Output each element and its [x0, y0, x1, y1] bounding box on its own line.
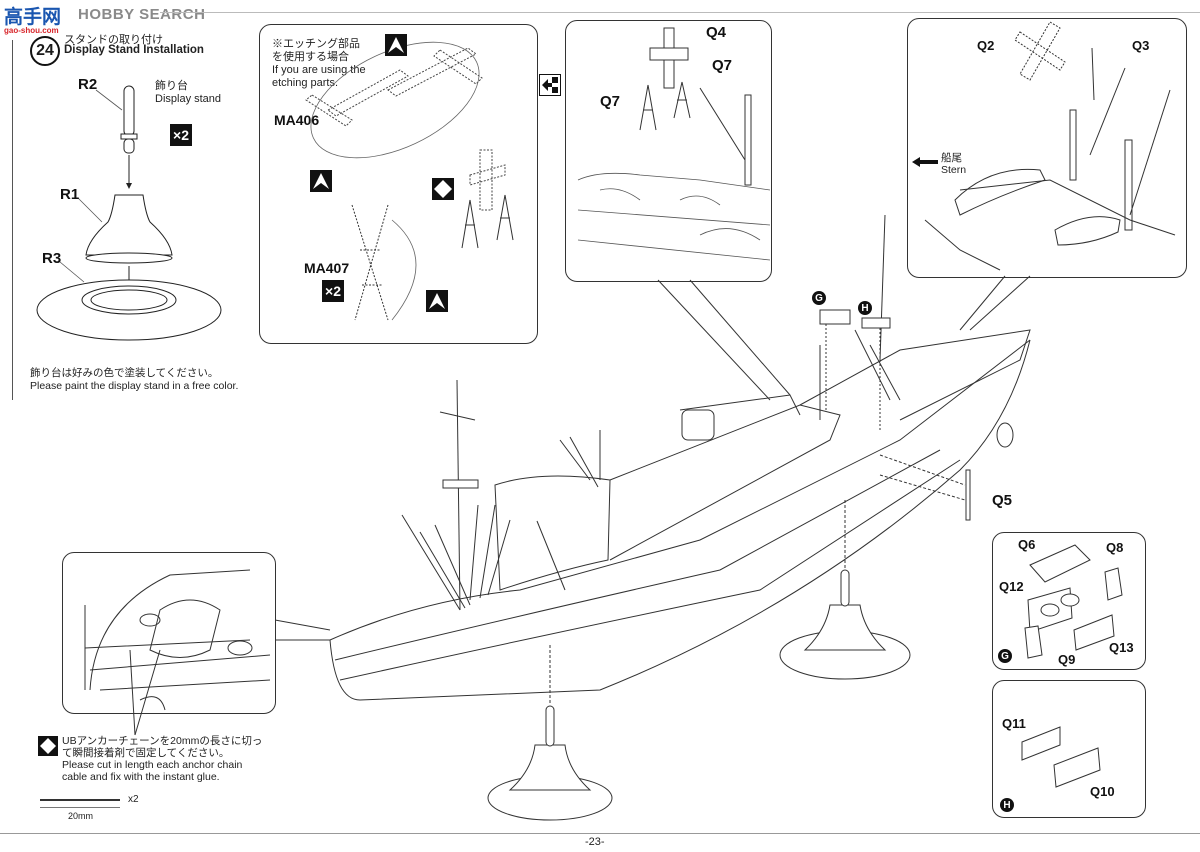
- chain-quantity: x2: [128, 794, 139, 805]
- part-label-r3: R3: [42, 250, 62, 267]
- mark-g-icon: G: [812, 291, 826, 305]
- part-label-r1: R1: [60, 186, 80, 203]
- anchor-note-en-1: Please cut in length each anchor chain: [62, 759, 243, 771]
- part-label-q13: Q13: [1109, 640, 1134, 655]
- mark-h-icon: H: [1000, 798, 1014, 812]
- arrow-mark-icon: [426, 290, 448, 312]
- part-label-q7-right: Q7: [712, 57, 733, 74]
- part-label-q5: Q5: [992, 492, 1013, 509]
- swap-arrow-icon: [539, 74, 561, 96]
- page-number: -23-: [585, 836, 605, 848]
- part-label-q3: Q3: [1132, 38, 1150, 53]
- watermark-brand: HOBBY SEARCH: [78, 6, 206, 23]
- chain-length-line: [40, 799, 120, 801]
- part-label-q2: Q2: [977, 38, 995, 53]
- mark-h-icon: H: [858, 301, 872, 315]
- footer-rule: [0, 833, 1200, 834]
- display-stand-ja: 飾り台: [155, 80, 188, 92]
- part-label-q7-left: Q7: [600, 93, 621, 110]
- quantity-badge: ×2: [170, 124, 192, 146]
- diamond-mark-icon: [432, 178, 454, 200]
- part-label-r2: R2: [78, 76, 98, 93]
- display-stand-en: Display stand: [155, 93, 222, 105]
- arrow-mark-icon: [310, 170, 332, 192]
- etching-note-ja-2: を使用する場合: [272, 51, 349, 63]
- part-label-q10: Q10: [1090, 784, 1115, 799]
- stern-direction-ja: 船尾: [941, 152, 962, 164]
- step-title-ja: スタンドの取り付け: [64, 34, 163, 46]
- scale-dimension-line: [40, 807, 120, 808]
- step-number: 24: [36, 42, 54, 59]
- paint-note-ja: 飾り台は好みの色で塗装してください。: [30, 367, 219, 379]
- watermark-site: gao-shou.com: [4, 26, 59, 35]
- stern-detail-panel: [907, 18, 1187, 278]
- part-label-q9: Q9: [1058, 652, 1076, 667]
- step-title-en: Display Stand Installation: [64, 44, 204, 56]
- anchor-note-ja-2: て瞬間接着剤で固定してください。: [62, 747, 230, 759]
- etching-quantity-badge: ×2: [322, 280, 344, 302]
- part-label-ma407: MA407: [304, 260, 350, 276]
- stern-arrow-icon: [912, 157, 938, 167]
- etching-note-ja-1: ※エッチング部品: [272, 38, 360, 50]
- stand-panel: [12, 40, 257, 400]
- etching-note-en-1: If you are using the: [272, 64, 366, 76]
- top-rule: [160, 12, 1200, 13]
- subassembly-h-panel: [992, 680, 1146, 818]
- step-number-badge: 24: [30, 36, 60, 66]
- watermark-logo: 高手网: [4, 7, 62, 28]
- anchor-note-en-2: cable and fix with the instant glue.: [62, 771, 220, 783]
- paint-note-en: Please paint the display stand in a free…: [30, 380, 239, 392]
- part-label-q12: Q12: [999, 579, 1024, 594]
- part-label-q8: Q8: [1106, 540, 1124, 555]
- part-label-ma406: MA406: [274, 112, 320, 128]
- stern-direction-en: Stern: [941, 164, 967, 176]
- part-label-q6: Q6: [1018, 537, 1036, 552]
- diamond-mark-icon: [38, 736, 58, 756]
- mark-g-icon: G: [998, 649, 1012, 663]
- part-label-q11: Q11: [1002, 716, 1026, 731]
- anchor-detail-panel: [62, 552, 276, 714]
- anchor-note-ja-1: UBアンカーチェーンを20mmの長さに切っ: [62, 735, 263, 747]
- arrow-mark-icon: [385, 34, 407, 56]
- scale-label: 20mm: [68, 811, 94, 821]
- etching-note-en-2: etching parts.: [272, 77, 339, 89]
- part-label-q4: Q4: [706, 24, 727, 41]
